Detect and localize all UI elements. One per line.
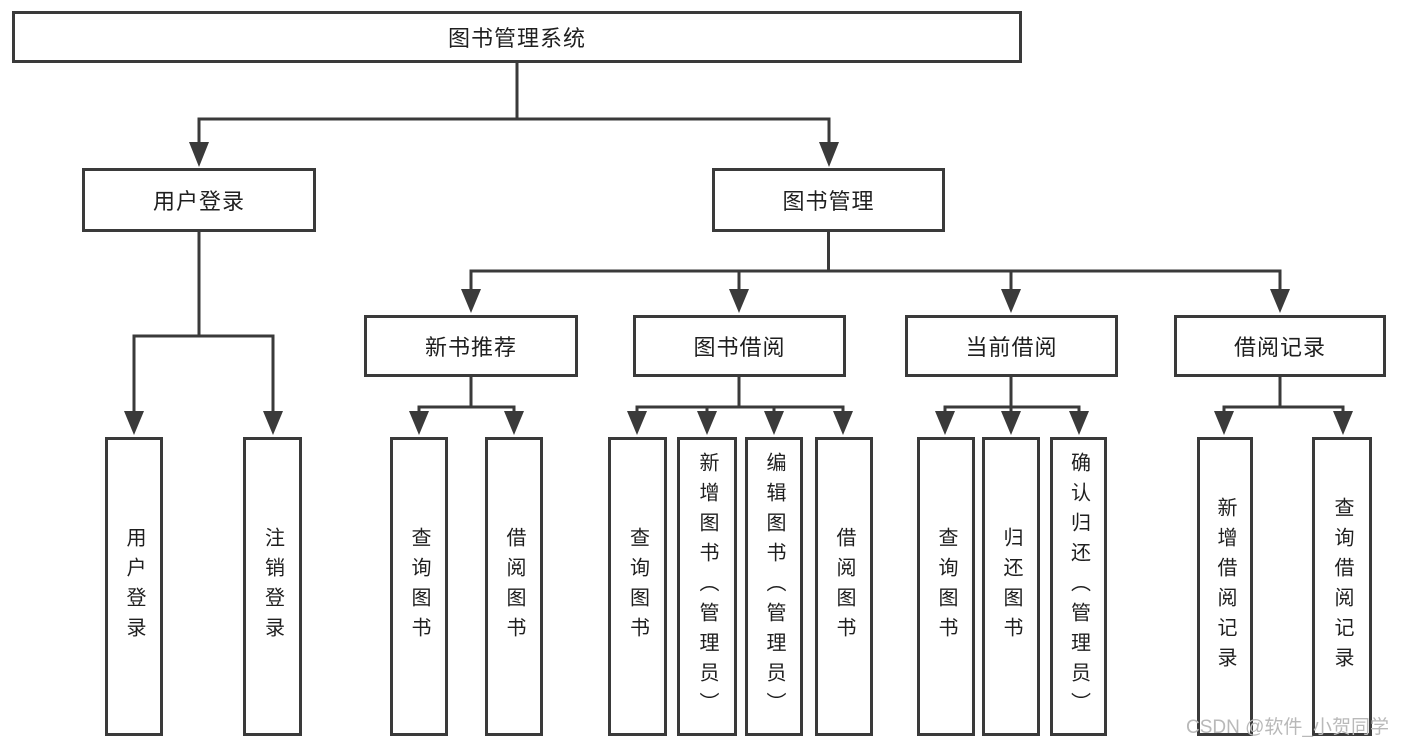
node-borrow-records-label: 借阅记录 [1233,335,1326,360]
node-root-label: 图书管理系统 [447,26,586,51]
node-book-mgmt: 图书管理 [712,168,945,232]
node-book-borrow: 图书借阅 [633,315,846,377]
leaf-user-login-label: 用户登录 [123,526,145,647]
arrowheads [124,142,1353,435]
node-current-borrow: 当前借阅 [905,315,1118,377]
leaf-return-books-label: 归还图书 [1000,526,1022,647]
leaf-confirm-return-admin-label: 确认归还（管理员） [1067,451,1090,722]
leaf-query-books-recommend: 查询图书 [390,437,448,736]
leaf-query-borrow-record: 查询借阅记录 [1312,437,1372,736]
node-borrow-records: 借阅记录 [1174,315,1386,377]
leaf-edit-books-admin-label: 编辑图书（管理员） [763,451,785,722]
node-user-login: 用户登录 [82,168,316,232]
leaf-query-books-current-label: 查询图书 [935,526,957,647]
leaf-edit-books-admin: 编辑图书（管理员） [745,437,803,736]
leaf-query-books-borrow-label: 查询图书 [626,526,649,647]
node-root: 图书管理系统 [12,11,1022,63]
leaf-user-login: 用户登录 [105,437,163,736]
leaf-return-books: 归还图书 [982,437,1040,736]
node-new-book-recommend-label: 新书推荐 [424,335,517,360]
node-current-borrow-label: 当前借阅 [965,335,1058,360]
leaf-query-books-current: 查询图书 [917,437,975,736]
leaf-borrow-books: 借阅图书 [815,437,873,736]
leaf-borrow-books-label: 借阅图书 [833,526,855,647]
leaf-add-borrow-record: 新增借阅记录 [1197,437,1253,736]
leaf-borrow-books-recommend-label: 借阅图书 [503,526,525,647]
node-book-mgmt-label: 图书管理 [782,189,875,214]
leaf-confirm-return-admin: 确认归还（管理员） [1050,437,1107,736]
leaf-logout-label: 注销登录 [261,526,284,647]
node-book-borrow-label: 图书借阅 [693,335,786,360]
leaf-borrow-books-recommend: 借阅图书 [485,437,543,736]
leaf-logout: 注销登录 [243,437,302,736]
node-user-login-label: 用户登录 [152,189,245,214]
leaf-query-borrow-record-label: 查询借阅记录 [1331,496,1353,677]
leaf-query-books-borrow: 查询图书 [608,437,667,736]
watermark: CSDN @软件_小贺同学 [1186,717,1389,738]
leaf-add-books-admin-label: 新增图书（管理员） [696,451,718,722]
leaf-add-books-admin: 新增图书（管理员） [677,437,737,736]
leaf-add-borrow-record-label: 新增借阅记录 [1214,496,1236,677]
node-new-book-recommend: 新书推荐 [364,315,578,377]
leaf-query-books-recommend-label: 查询图书 [408,526,430,647]
